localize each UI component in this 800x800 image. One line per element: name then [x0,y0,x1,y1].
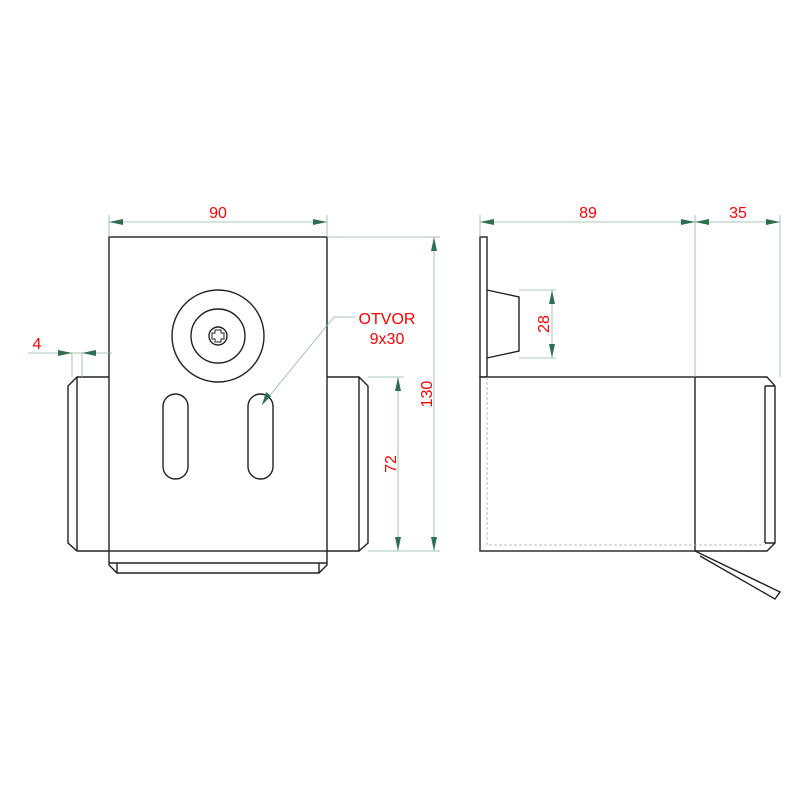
dim-4-arrows [58,350,96,356]
bottom-flange-slanted [694,550,782,600]
dim-89-text: 89 [579,205,597,222]
dim-130-text: 130 [419,381,436,408]
slot-left [162,393,189,480]
hole-label-line1: OTVOR [359,311,416,328]
dim-35-text: 35 [729,205,747,222]
dim-72-text: 72 [383,455,400,473]
dim-28-arrows [549,290,555,358]
dim-4-text: 4 [33,336,42,353]
washer-boss [486,289,520,359]
side-view: 89 35 28 [479,205,782,600]
right-flange [327,376,369,552]
phillips-cross-icon [211,329,225,343]
front-view: 90 130 72 4 OTVOR 9x30 [28,205,440,574]
hole-leader-line [261,316,356,406]
hole-label-line2: 9x30 [370,331,405,348]
hole-leader-arrow [262,392,271,405]
body-box [479,376,696,552]
dim-130-line [327,236,440,552]
washer-inner [190,308,246,364]
front-flange [695,376,776,552]
main-plate [108,236,328,552]
screw-head [208,326,228,346]
washer-outer [171,289,265,383]
dim-90-line [108,215,328,237]
dim-89-line [479,215,696,377]
dim-28-text: 28 [536,315,553,333]
left-flange [67,376,109,552]
bottom-flange [108,551,328,574]
dim-90-text: 90 [209,205,227,222]
dim-4-line [28,352,112,377]
hidden-edge [486,377,765,546]
dim-35-line [695,215,781,377]
slot-right [247,393,274,480]
back-plate [479,236,488,378]
